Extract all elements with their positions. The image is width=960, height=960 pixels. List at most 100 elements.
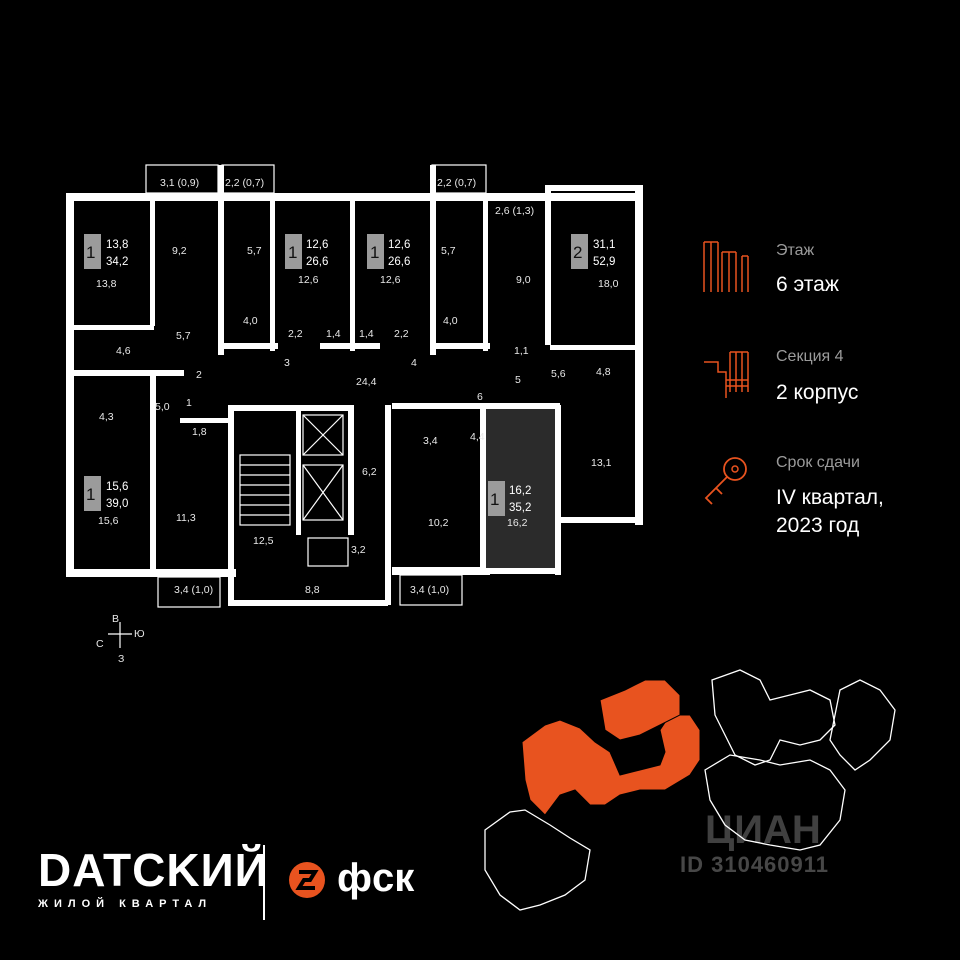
svg-text:52,9: 52,9 [593, 256, 615, 268]
svg-text:В: В [112, 613, 119, 625]
apartment-badge: 1 13,8 34,2 [84, 234, 128, 269]
brand-tagline: ЖИЛОЙ КВАРТАЛ [38, 898, 213, 910]
svg-text:8,8: 8,8 [305, 584, 320, 596]
svg-text:2: 2 [573, 243, 582, 262]
svg-text:18,0: 18,0 [598, 278, 619, 290]
svg-text:1,1: 1,1 [514, 345, 529, 357]
svg-text:12,6: 12,6 [298, 274, 319, 286]
svg-text:39,0: 39,0 [106, 498, 128, 510]
svg-text:13,1: 13,1 [591, 457, 612, 469]
apartment-badge: 1 12,6 26,6 [285, 234, 328, 269]
svg-text:4: 4 [411, 357, 417, 369]
svg-text:З: З [118, 653, 124, 665]
svg-text:11,3: 11,3 [176, 512, 196, 524]
svg-text:4,0: 4,0 [243, 315, 258, 327]
svg-text:6: 6 [477, 391, 483, 403]
svg-text:3,4: 3,4 [423, 435, 438, 447]
watermark-name: ЦИАН [705, 808, 821, 852]
svg-text:3,4 (1,0): 3,4 (1,0) [410, 584, 449, 596]
svg-text:2,2: 2,2 [394, 328, 409, 340]
stairwell [239, 414, 349, 567]
svg-text:3,2: 3,2 [351, 544, 366, 556]
svg-text:5,0: 5,0 [155, 401, 170, 413]
svg-text:4,0: 4,0 [443, 315, 458, 327]
svg-text:5,7: 5,7 [247, 245, 262, 257]
svg-text:4,3: 4,3 [99, 411, 114, 423]
apartment-badge: 2 31,1 52,9 [571, 234, 615, 269]
deadline-title: Срок сдачи [776, 454, 860, 471]
svg-text:1,8: 1,8 [192, 426, 207, 438]
fsk-logo-icon [289, 862, 325, 898]
door-labels: 2 1 3 4 6 5 [186, 357, 521, 409]
apartment-badge: 1 16,2 35,2 [488, 481, 531, 516]
watermark-id: ID 310460911 [680, 852, 830, 877]
section-title: Секция 4 [776, 348, 844, 365]
svg-text:1: 1 [370, 243, 379, 262]
svg-text:2,2: 2,2 [288, 328, 303, 340]
svg-text:13,8: 13,8 [106, 239, 128, 251]
svg-text:9,0: 9,0 [516, 274, 531, 286]
deadline-value-line2: 2023 год [776, 514, 860, 537]
building-walls [66, 165, 643, 606]
svg-text:2,2 (0,7): 2,2 (0,7) [437, 177, 476, 189]
svg-text:13,8: 13,8 [96, 278, 117, 290]
svg-text:12,6: 12,6 [306, 239, 328, 251]
svg-text:12,6: 12,6 [388, 239, 410, 251]
svg-text:5,6: 5,6 [551, 368, 566, 380]
svg-text:2,2 (0,7): 2,2 (0,7) [225, 177, 264, 189]
svg-text:1: 1 [490, 490, 499, 509]
svg-text:5,7: 5,7 [176, 330, 191, 342]
svg-text:16,2: 16,2 [507, 517, 528, 529]
brand-logo: DATCKИЙ ЖИЛОЙ КВАРТАЛ [38, 844, 269, 910]
svg-text:12,5: 12,5 [253, 535, 274, 547]
svg-text:1: 1 [86, 485, 95, 504]
svg-text:4,6: 4,6 [116, 345, 131, 357]
balconies [145, 164, 487, 608]
svg-text:6,2: 6,2 [362, 466, 377, 478]
apartment-badge: 1 15,6 39,0 [84, 476, 128, 511]
developer-logo: фск [331, 858, 414, 898]
svg-text:2,6 (1,3): 2,6 (1,3) [495, 205, 534, 217]
svg-text:34,2: 34,2 [106, 256, 128, 268]
svg-text:4,8: 4,8 [596, 366, 611, 378]
svg-text:15,6: 15,6 [98, 515, 119, 527]
section-icon [704, 351, 749, 398]
room-labels: 3,1 (0,9) 2,2 (0,7) 2,2 (0,7) 2,6 (1,3) … [96, 177, 619, 596]
deadline-value-line1: IV квартал, [776, 486, 884, 509]
svg-text:Ю: Ю [134, 628, 145, 640]
svg-text:3: 3 [284, 357, 290, 369]
svg-text:1,4: 1,4 [359, 328, 374, 340]
svg-text:15,6: 15,6 [106, 481, 128, 493]
svg-text:31,1: 31,1 [593, 239, 615, 251]
compass: В С Ю З [96, 613, 145, 665]
svg-text:3,1 (0,9): 3,1 (0,9) [160, 177, 199, 189]
svg-text:35,2: 35,2 [509, 502, 531, 514]
svg-text:24,4: 24,4 [356, 376, 377, 388]
svg-text:С: С [96, 638, 104, 650]
svg-text:26,6: 26,6 [306, 256, 328, 268]
svg-text:5,7: 5,7 [441, 245, 456, 257]
apartment-badge: 1 12,6 26,6 [367, 234, 410, 269]
svg-text:10,2: 10,2 [428, 517, 449, 529]
svg-text:1: 1 [186, 397, 192, 409]
svg-text:5: 5 [515, 374, 521, 386]
building-map [484, 669, 896, 911]
brand-divider [263, 845, 265, 920]
svg-text:1: 1 [86, 243, 95, 262]
brand-name: DATCKИЙ [38, 844, 269, 896]
svg-text:16,2: 16,2 [509, 485, 531, 497]
svg-text:2: 2 [196, 369, 202, 381]
svg-text:9,2: 9,2 [172, 245, 187, 257]
svg-text:12,6: 12,6 [380, 274, 401, 286]
svg-text:1,4: 1,4 [326, 328, 341, 340]
floor-icon [703, 241, 749, 292]
key-icon [704, 457, 747, 505]
svg-text:1: 1 [288, 243, 297, 262]
svg-text:26,6: 26,6 [388, 256, 410, 268]
svg-text:4,4: 4,4 [470, 431, 485, 443]
floor-title: Этаж [776, 242, 815, 259]
section-value: 2 корпус [776, 381, 859, 404]
developer-name: фск [337, 856, 415, 900]
svg-text:3,4 (1,0): 3,4 (1,0) [174, 584, 213, 596]
